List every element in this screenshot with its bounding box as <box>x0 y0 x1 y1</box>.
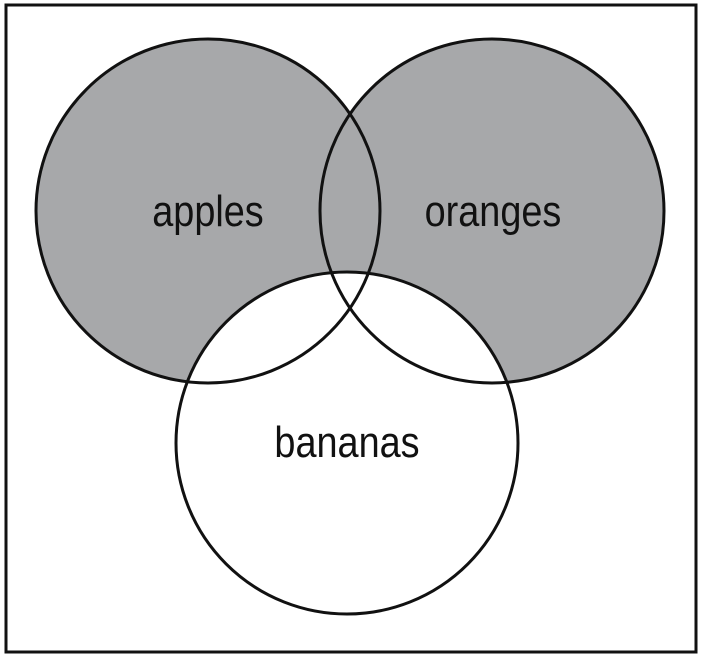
bananas-fill <box>176 272 518 614</box>
apples-circle <box>34 37 382 385</box>
set-outlines <box>34 37 666 616</box>
bananas-label: bananas <box>274 417 419 466</box>
oranges-circle <box>318 37 666 385</box>
apples-label: apples <box>152 186 263 235</box>
bananas-circle <box>174 270 520 616</box>
oranges-label: oranges <box>425 186 562 235</box>
